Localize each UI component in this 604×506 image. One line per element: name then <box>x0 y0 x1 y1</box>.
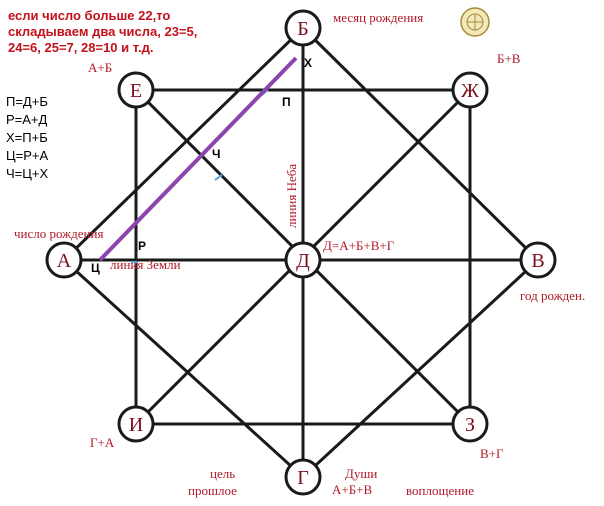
svg-text:Д: Д <box>296 250 310 272</box>
label-embodiment: воплощение <box>406 483 474 498</box>
note-line-2: складываем два числа, 23=5, <box>8 24 197 39</box>
logo-emblem <box>460 7 490 37</box>
label-birth-day: число рождения <box>14 226 103 241</box>
label-birth-month: месяц рождения <box>333 10 423 25</box>
purple-karmic-line <box>98 56 298 262</box>
formula-p: П=Д+Б <box>6 94 48 109</box>
label-birth-year: год рожден. <box>520 288 585 303</box>
formula-ts: Ц=Р+А <box>6 148 48 163</box>
label-goal: цель <box>210 466 235 481</box>
svg-text:А: А <box>57 250 72 272</box>
label-earth-line: линия Земли <box>110 257 181 272</box>
note-line-1: если число больше 22,то <box>8 8 170 23</box>
label-b-plus-v: Б+В <box>497 51 521 66</box>
marker-p: П <box>282 95 291 109</box>
label-a-plus-b: А+Б <box>88 60 112 75</box>
marker-ch: Ч <box>212 147 220 161</box>
svg-text:Е: Е <box>130 80 142 102</box>
label-center-formula: Д=А+Б+В+Г <box>323 238 395 253</box>
note-line-3: 24=6, 25=7, 28=10 и т.д. <box>8 40 153 55</box>
formula-x: Х=П+Б <box>6 130 48 145</box>
node-g: Г <box>284 458 322 496</box>
svg-text:Б: Б <box>297 18 308 40</box>
node-d: Д <box>284 241 322 279</box>
svg-text:З: З <box>465 414 475 436</box>
formula-r: Р=А+Д <box>6 112 48 127</box>
svg-text:И: И <box>129 414 143 436</box>
node-i: И <box>117 405 155 443</box>
marker-ts: Ц <box>91 261 100 275</box>
svg-text:В: В <box>531 250 544 272</box>
node-a: А <box>45 241 83 279</box>
label-g-plus-a: Г+А <box>90 435 115 450</box>
marker-r: Р <box>138 239 146 253</box>
marker-x: Х <box>304 56 312 70</box>
svg-text:Ж: Ж <box>461 80 479 102</box>
tick-mark <box>214 174 223 181</box>
label-past: прошлое <box>188 483 237 498</box>
svg-text:Г: Г <box>297 467 309 489</box>
node-b: Б <box>284 9 322 47</box>
node-zh: Ж <box>451 71 489 109</box>
label-souls-formula: А+Б+В <box>332 482 373 497</box>
node-v: В <box>519 241 557 279</box>
label-v-plus-g: В+Г <box>480 446 504 461</box>
formula-ch: Ч=Ц+Х <box>6 166 48 181</box>
node-z: З <box>451 405 489 443</box>
label-souls: Души <box>345 466 377 481</box>
node-e: Е <box>117 71 155 109</box>
label-heaven-line: линия Неба <box>284 164 299 228</box>
